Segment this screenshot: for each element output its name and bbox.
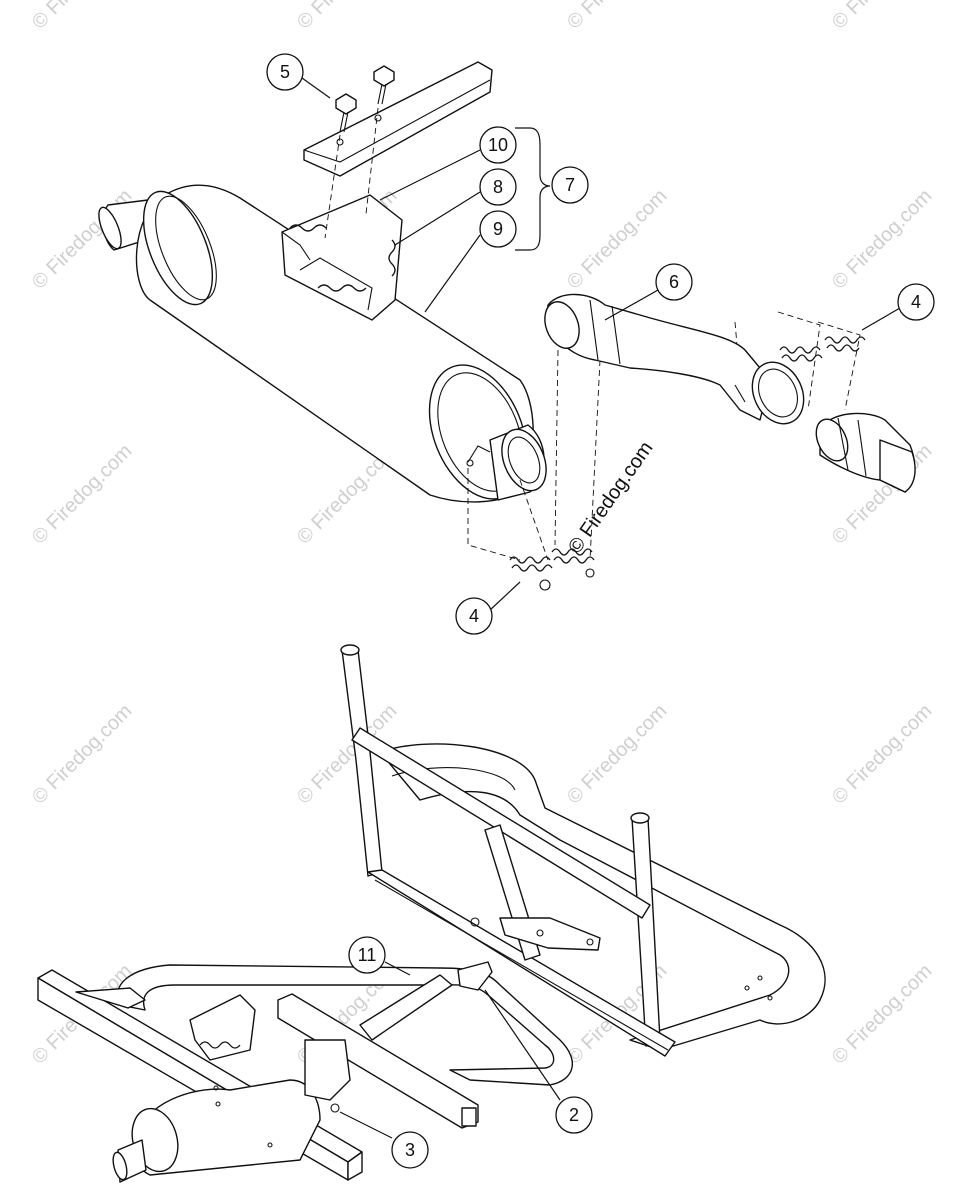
- watermark: © Firedog.com: [828, 960, 937, 1069]
- watermark: © Firedog.com: [828, 185, 937, 294]
- callout-4-right: 4: [897, 283, 935, 321]
- callout-label: 10: [488, 135, 508, 155]
- callout-label: 6: [669, 272, 679, 292]
- assembly-lines-top: [324, 107, 861, 561]
- callout-label: 8: [493, 177, 503, 197]
- watermark: © Firedog.com: [828, 0, 937, 34]
- callout-label: 3: [405, 1140, 415, 1160]
- callout-9: 9: [479, 210, 517, 248]
- tail-pipe-section: [815, 412, 916, 493]
- callout-8: 8: [479, 168, 517, 206]
- callout-label: 2: [569, 1105, 579, 1125]
- bolts: [335, 65, 395, 133]
- watermark: © Firedog.com: [293, 0, 402, 34]
- callout-label: 7: [565, 175, 575, 195]
- watermark: © Firedog.com: [28, 0, 137, 34]
- watermark: © Firedog.com: [828, 700, 937, 809]
- watermark: © Firedog.com: [563, 700, 672, 809]
- watermark: © Firedog.com: [28, 440, 137, 549]
- callout-10: 10: [479, 126, 517, 164]
- frame-assembly: [37, 644, 826, 1183]
- leader-lines-bottom: [339, 961, 561, 1139]
- header-pipe: [544, 293, 805, 425]
- watermark: © Firedog.com: [563, 185, 672, 294]
- springs-upper: [779, 336, 866, 362]
- callout-7: 7: [551, 166, 589, 204]
- callout-label: 11: [358, 945, 377, 965]
- callout-5: 5: [266, 53, 304, 91]
- callout-11: 11: [348, 936, 386, 974]
- callout-label: 4: [469, 606, 479, 626]
- leader-lines-top: [301, 77, 901, 611]
- muffler: [98, 184, 547, 503]
- callout-label: 9: [493, 219, 503, 239]
- watermark: © Firedog.com: [563, 0, 672, 34]
- callout-4-left: 4: [455, 597, 493, 635]
- callout-3: 3: [391, 1131, 429, 1169]
- support-bar: [303, 61, 493, 177]
- watermark: © Firedog.com: [28, 700, 137, 809]
- group-brace: [515, 127, 551, 251]
- callout-label: 4: [911, 292, 921, 312]
- callout-label: 5: [280, 62, 290, 82]
- center-watermark: © Firedog.com: [564, 438, 657, 558]
- callout-6: 6: [655, 263, 693, 301]
- watermark-layer: © Firedog.com © Firedog.com © Firedog.co…: [28, 0, 937, 1069]
- mounting-bracket: [281, 194, 403, 321]
- callout-2: 2: [555, 1096, 593, 1134]
- springs-lower: [509, 548, 595, 591]
